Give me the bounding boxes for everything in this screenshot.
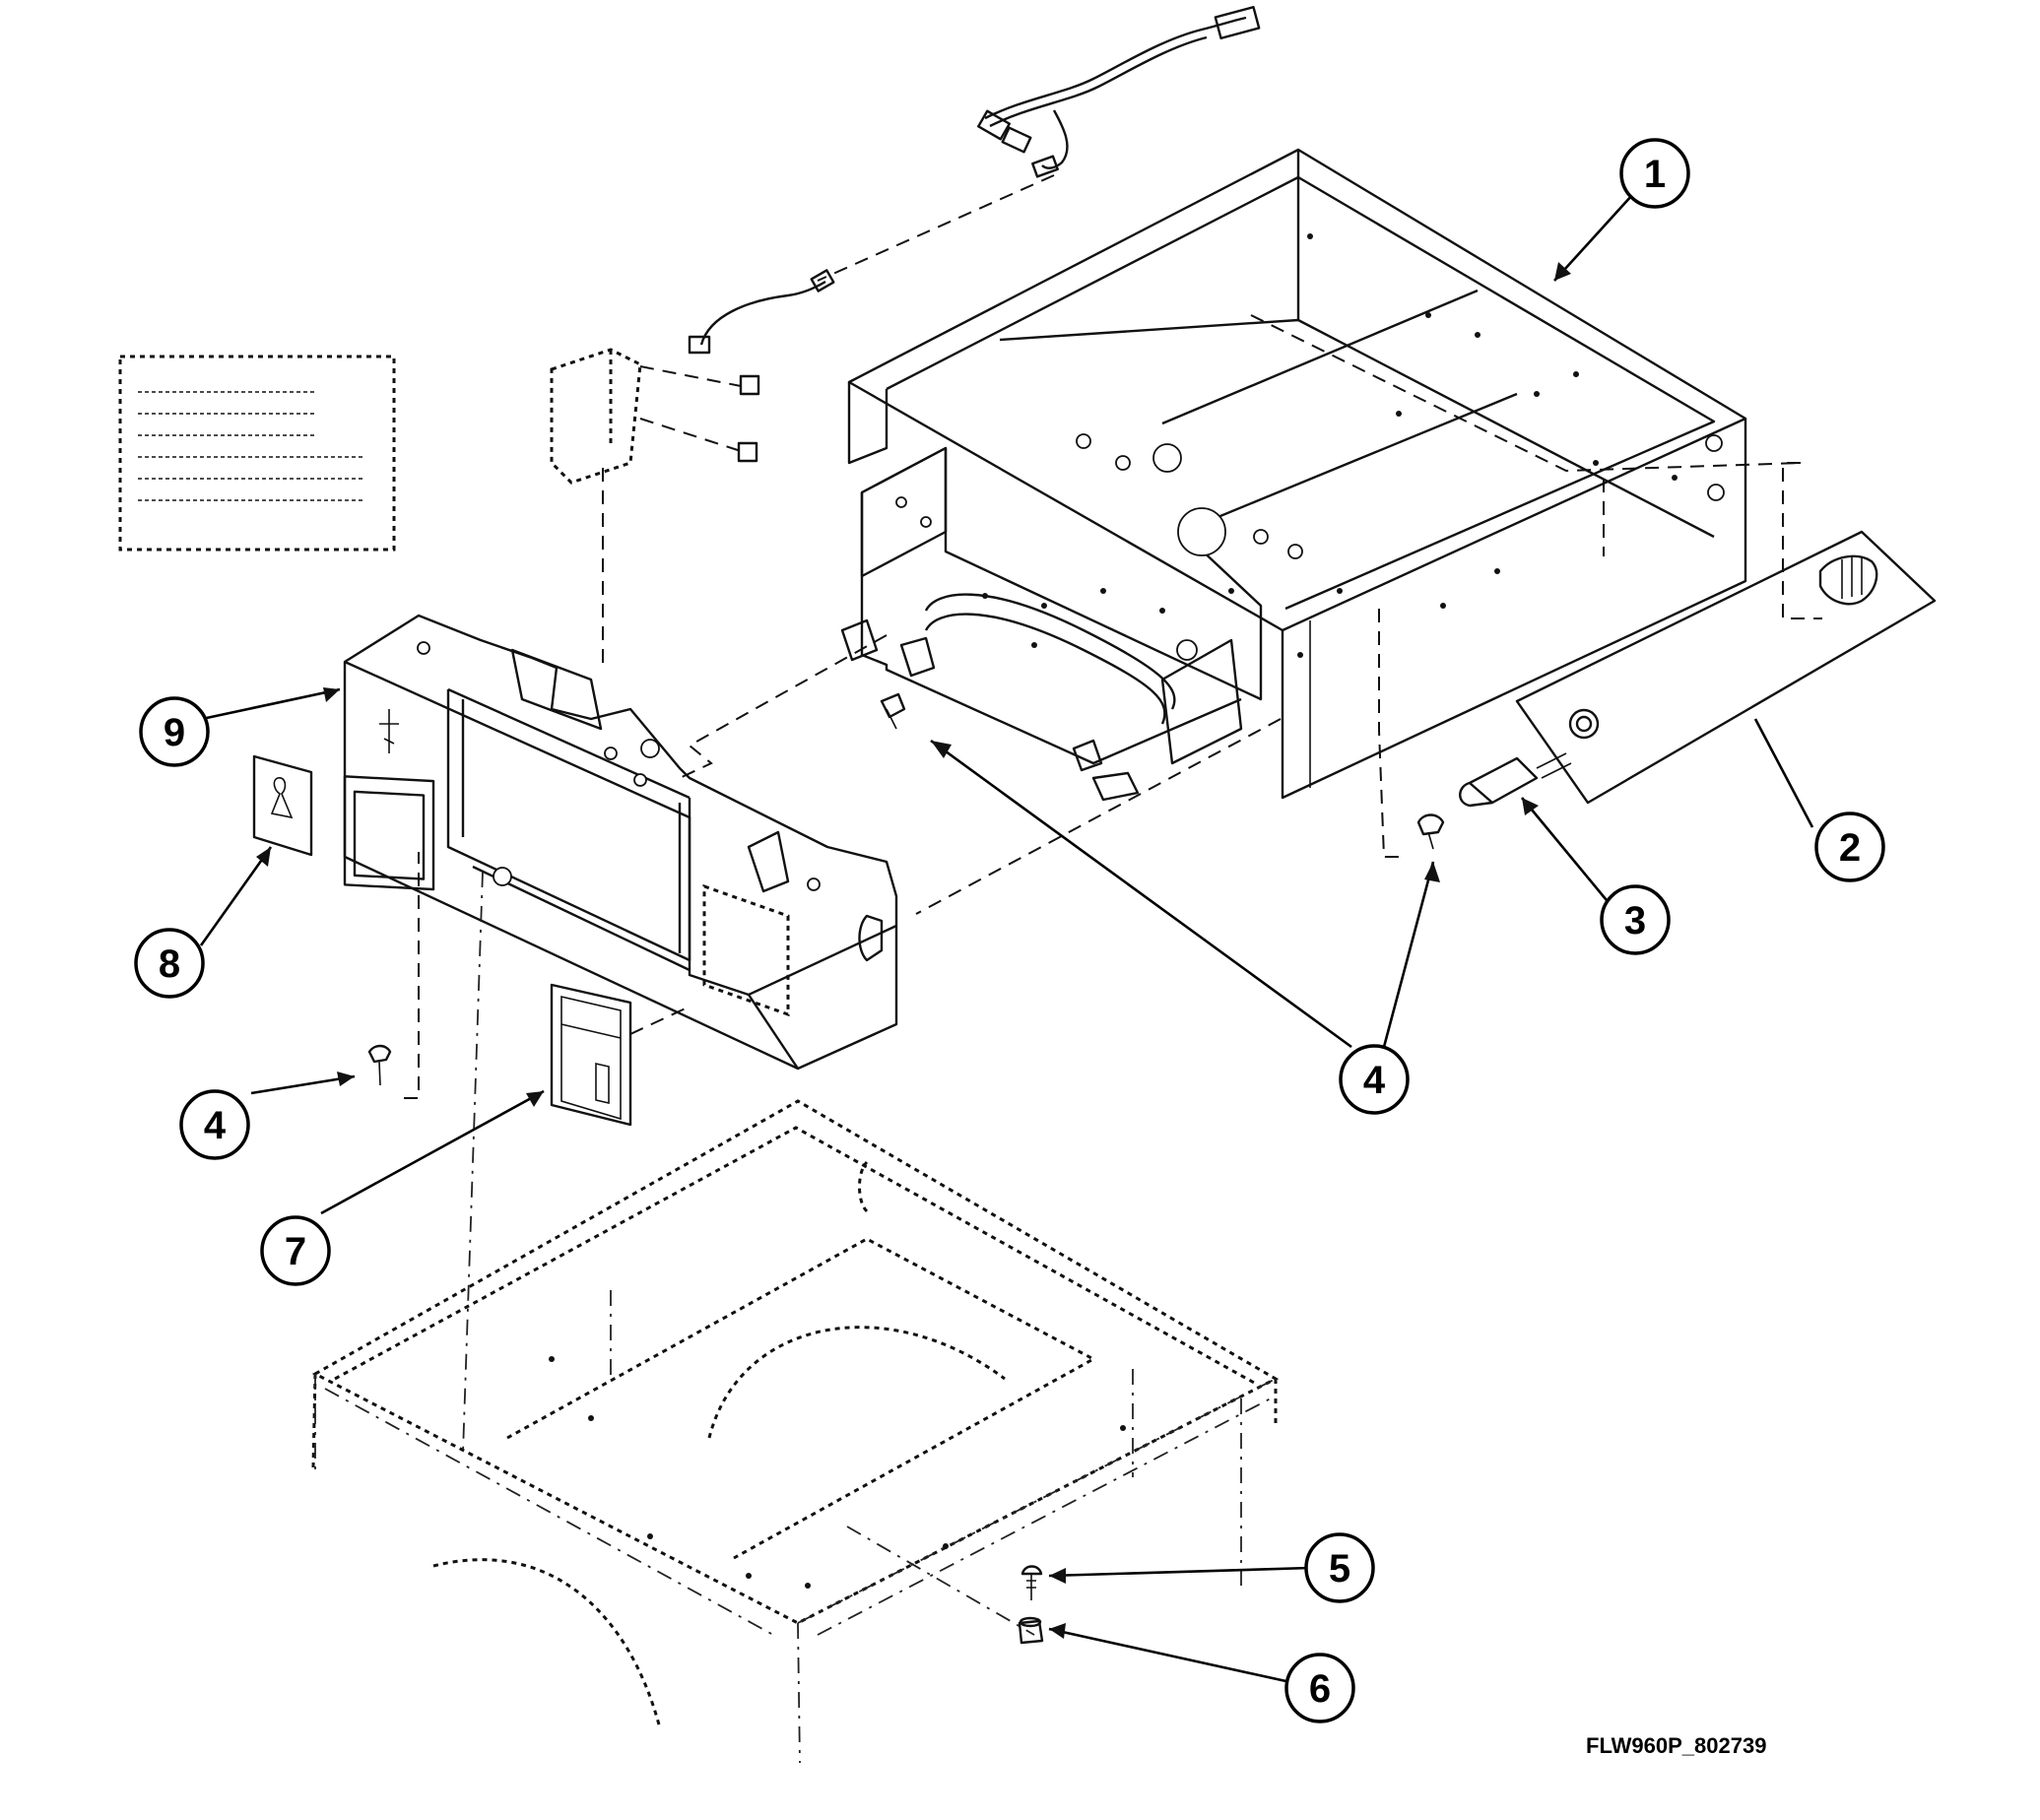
- leader-lines: [199, 193, 1814, 1684]
- wiring-harness: [817, 5, 1261, 282]
- callout-label: 6: [1309, 1667, 1331, 1711]
- switch-bracket: [550, 269, 835, 670]
- control-panel-bracket: [343, 614, 898, 1071]
- callout-label: 7: [285, 1230, 306, 1273]
- callout-label: 4: [204, 1104, 227, 1147]
- callout-4-left: 4: [179, 1089, 250, 1160]
- callout-6: 6: [1284, 1653, 1355, 1723]
- figure-id: FLW960P_802739: [1586, 1733, 1766, 1758]
- callout-2: 2: [1814, 812, 1885, 882]
- top-frame-assembly: [679, 148, 1822, 915]
- callout-label: 5: [1329, 1547, 1350, 1591]
- service-panel: [462, 871, 691, 1454]
- callout-label: 2: [1839, 826, 1861, 870]
- screws: [367, 692, 1445, 1099]
- callout-label: 9: [164, 711, 185, 754]
- callout-label: 3: [1624, 899, 1646, 942]
- callout-7: 7: [260, 1215, 331, 1286]
- callout-label: 1: [1644, 153, 1666, 196]
- instruction-label: [118, 355, 396, 552]
- arrowheads: [256, 262, 1571, 1639]
- keyhole-plate: [252, 754, 313, 857]
- callout-9: 9: [139, 696, 210, 767]
- callout-5: 5: [1304, 1532, 1375, 1603]
- callout-1: 1: [1619, 138, 1690, 209]
- callout-label: 4: [1363, 1059, 1386, 1102]
- callout-4-right: 4: [1339, 1044, 1410, 1115]
- callout-8: 8: [134, 928, 205, 999]
- cabinet: [311, 1099, 1280, 1764]
- kit-part-2: [1459, 530, 1937, 808]
- callout-3: 3: [1600, 884, 1671, 955]
- callout-label: 8: [159, 942, 180, 986]
